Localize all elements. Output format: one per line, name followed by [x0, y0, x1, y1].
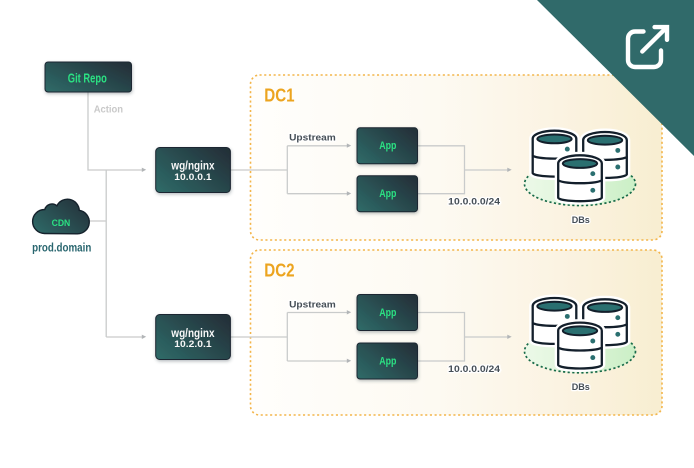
svg-text:CDN: CDN: [52, 218, 71, 229]
svg-text:DC1: DC1: [264, 84, 294, 105]
svg-text:10.0.0.0/24: 10.0.0.0/24: [448, 197, 500, 207]
svg-text:DC2: DC2: [264, 259, 294, 280]
svg-text:Upstream: Upstream: [289, 300, 336, 310]
svg-text:Upstream: Upstream: [289, 132, 336, 142]
svg-text:App: App: [379, 307, 396, 319]
svg-text:App: App: [379, 188, 396, 200]
svg-text:App: App: [379, 355, 396, 367]
svg-text:Action: Action: [94, 104, 123, 115]
svg-text:Git Repo: Git Repo: [68, 70, 107, 85]
svg-text:App: App: [379, 140, 396, 152]
svg-text:10.0.0.0/24: 10.0.0.0/24: [448, 364, 500, 374]
svg-text:prod.domain: prod.domain: [32, 240, 91, 254]
svg-text:DBs: DBs: [572, 215, 590, 225]
svg-text:wg/nginx: wg/nginx: [170, 326, 214, 340]
svg-text:10.0.0.1: 10.0.0.1: [174, 172, 212, 183]
svg-text:10.2.0.1: 10.2.0.1: [174, 339, 212, 350]
svg-text:wg/nginx: wg/nginx: [170, 159, 214, 173]
svg-text:DBs: DBs: [572, 382, 590, 392]
